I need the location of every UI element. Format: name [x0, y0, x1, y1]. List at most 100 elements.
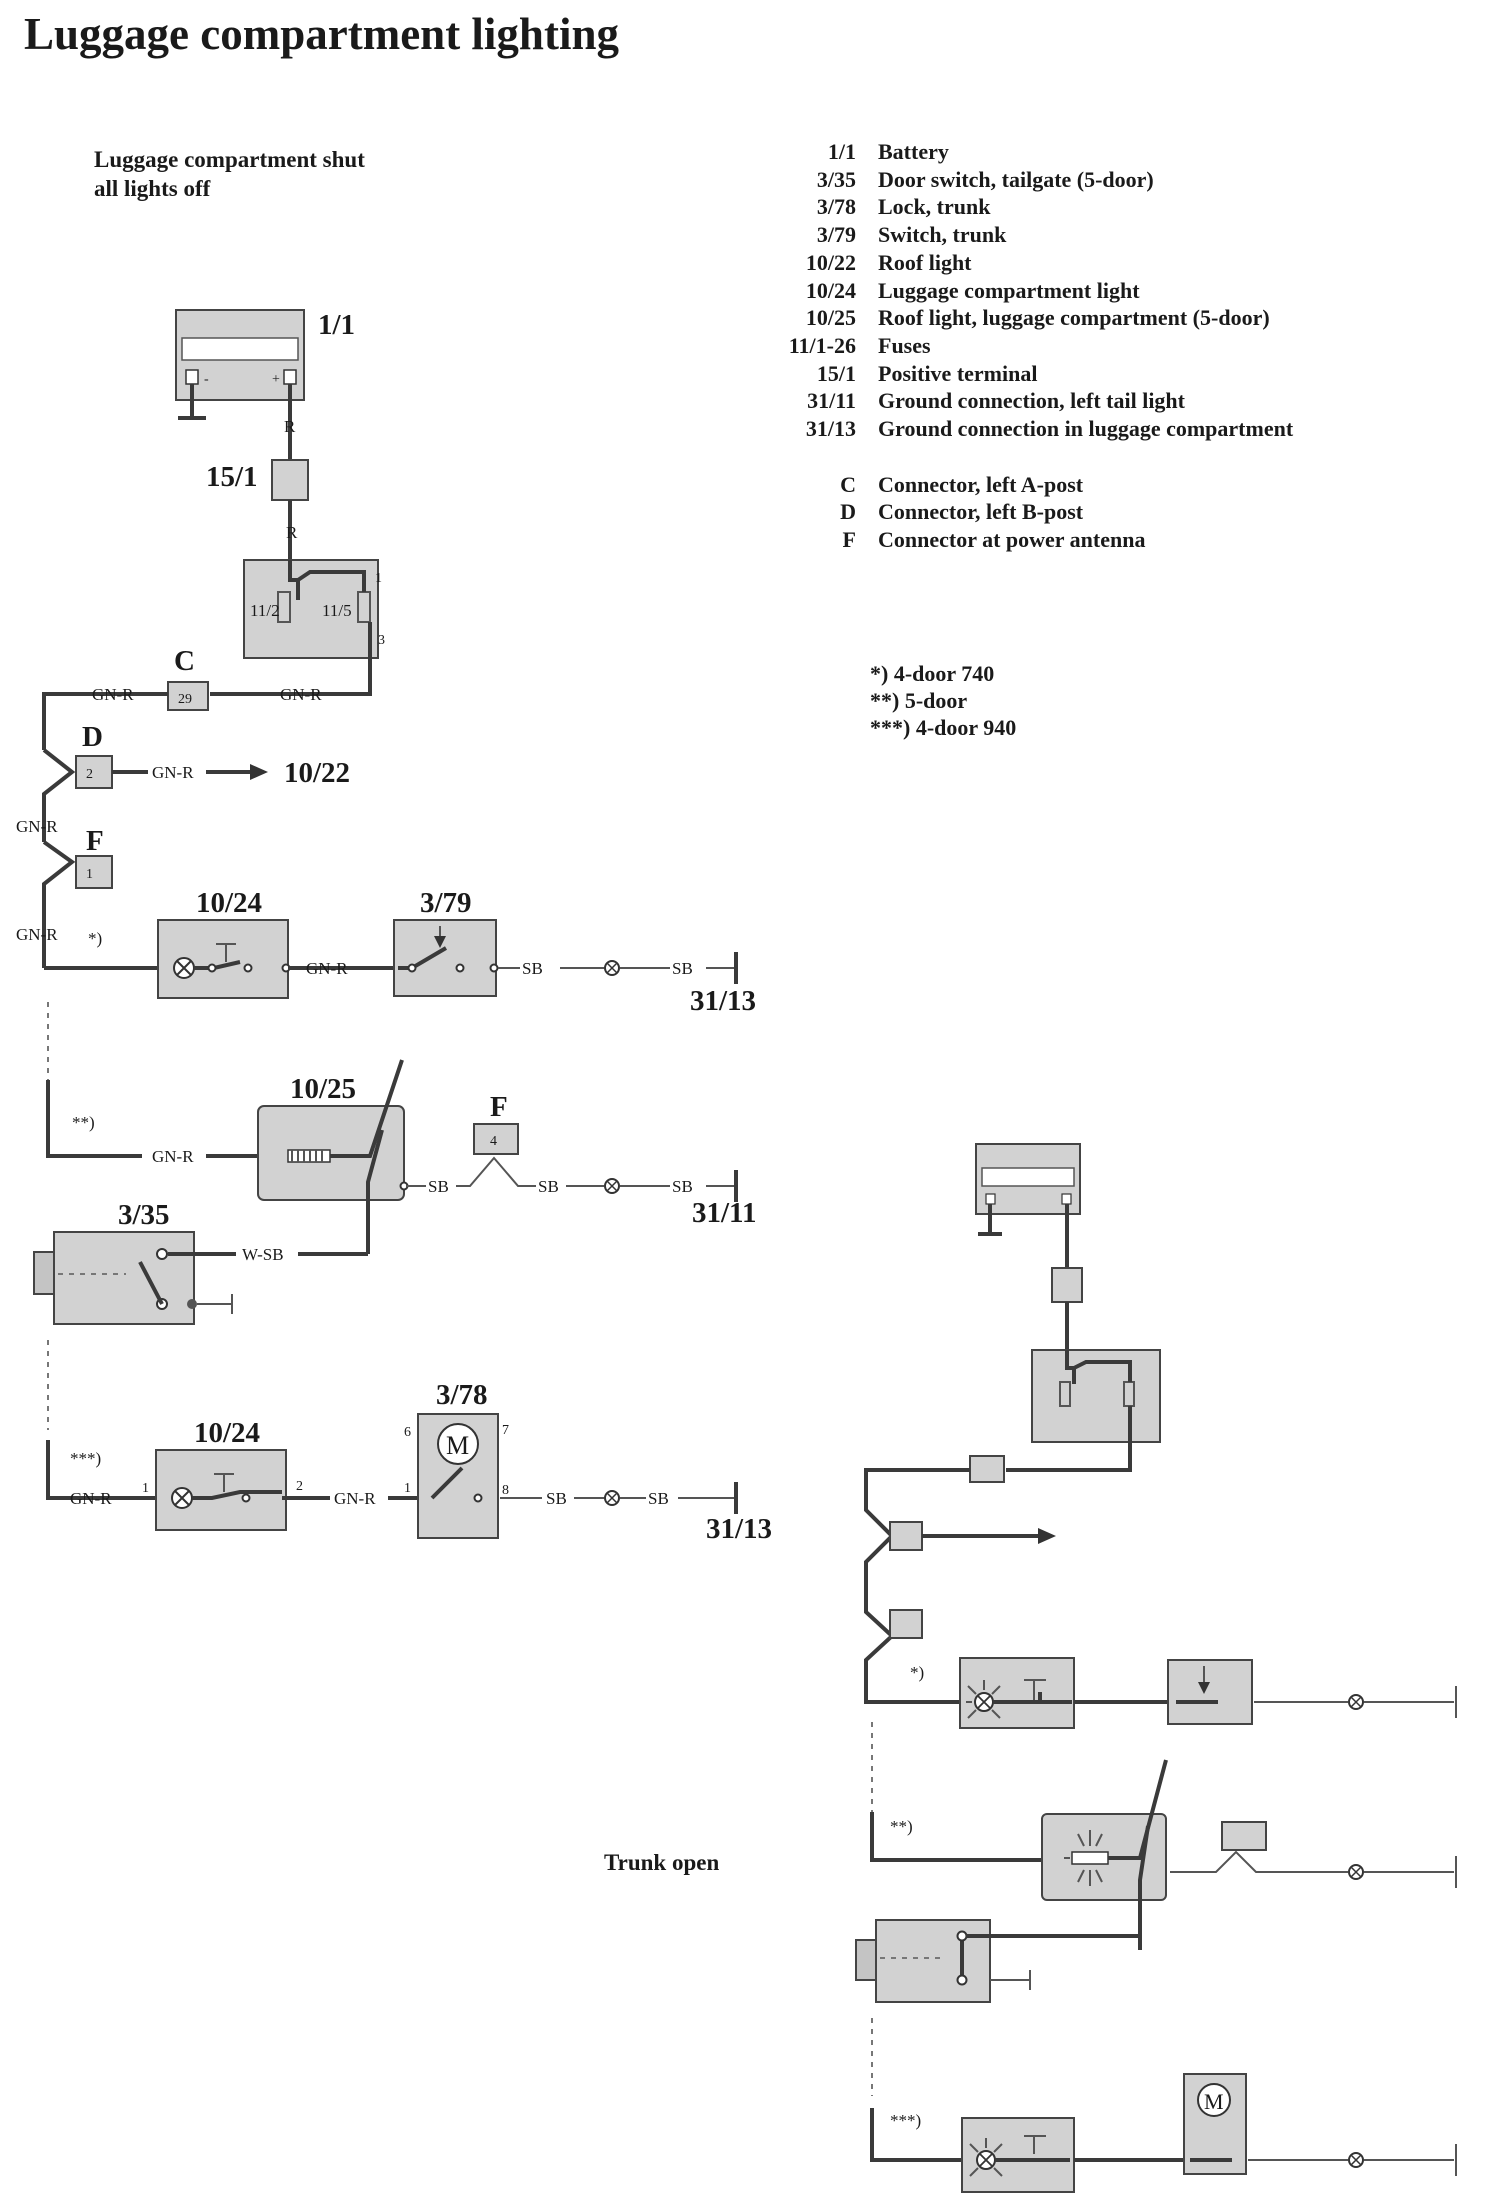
legend-connector-code: F [842, 527, 856, 553]
mini-lock-motor-symbol: M [1204, 2089, 1224, 2114]
trunk-lock-378: M [417, 1413, 499, 1539]
wire-label-gnr-row3b: GN-R [334, 1489, 376, 1508]
caption-shut: Luggage compartment shut all lights off [94, 145, 365, 203]
variant-notes: *) 4-door 740**) 5-door***) 4-door 940 [870, 660, 1016, 741]
legend-code: 31/13 [805, 416, 856, 442]
caption-shut-line2: all lights off [94, 176, 211, 201]
wire-label-gnr-row3a: GN-R [70, 1489, 112, 1508]
legend-code: 15/1 [816, 360, 856, 386]
ground-3113-b-label: 31/13 [706, 1513, 772, 1545]
legend-code: 11/1-26 [788, 332, 856, 358]
wire-label-gnr-d-down: GN-R [16, 817, 58, 836]
legend-desc: Roof light, luggage compartment (5-door) [878, 305, 1270, 331]
connector-c-pin: 29 [178, 692, 192, 707]
trunk-switch-379 [393, 919, 499, 997]
luggage-light-1024-b-label: 10/24 [194, 1417, 260, 1449]
caption-trunk-open: Trunk open [604, 1850, 720, 1875]
legend-code: 1/1 [827, 139, 856, 164]
wire-label-sb-row2b: SB [538, 1177, 559, 1196]
wire-label-gnr-c-right: GN-R [280, 685, 322, 704]
connector-d-pin: 2 [86, 767, 93, 782]
variant-note: *) 4-door 740 [870, 661, 995, 686]
battery: - + [175, 309, 305, 401]
wire-label-r1: R [284, 417, 296, 436]
svg-text:-: - [204, 372, 209, 387]
legend-desc: Roof light [878, 249, 972, 275]
wire-label-gnr-c-left: GN-R [92, 685, 134, 704]
connector-f [75, 855, 113, 889]
wire-label-sb-row1b: SB [672, 959, 693, 978]
connector-d-label: D [82, 721, 103, 753]
tailgate-switch-335 [33, 1231, 233, 1325]
legend-row: 3/78 Lock, trunk [752, 193, 1293, 221]
luggage-light-1024-a-label: 10/24 [196, 887, 262, 919]
ground-3113-a-label: 31/13 [690, 985, 756, 1017]
connector-f-pin: 1 [86, 867, 93, 882]
wire-label-gnr-row2: GN-R [152, 1147, 194, 1166]
legend-code: 3/35 [816, 166, 856, 192]
legend-desc: Ground connection in luggage compartment [878, 416, 1294, 442]
tailgate-switch-335-label: 3/35 [118, 1199, 170, 1231]
legend-row: 31/13 Ground connection in luggage compar… [752, 415, 1293, 443]
connector-c [167, 681, 209, 711]
legend-desc: Battery [878, 139, 949, 164]
legend-row: 3/35 Door switch, tailgate (5-door) [752, 166, 1293, 194]
fuse-pin-3: 3 [378, 633, 385, 648]
trunk-open-diagram: *) **) [855, 1143, 1457, 2193]
fuse-label-left: 11/2 [250, 601, 280, 620]
legend-connector-desc: Connector at power antenna [878, 527, 1146, 553]
wire-label-gnr-d: GN-R [152, 763, 194, 782]
wire-label-sb-row3b: SB [648, 1489, 669, 1508]
wire-label-r2: R [286, 523, 298, 542]
connector-c-label: C [174, 645, 195, 677]
lock-pin-8: 8 [502, 1483, 509, 1498]
connector-f2 [473, 1123, 519, 1155]
connector-f-label: F [86, 825, 104, 857]
battery-label: 1/1 [318, 309, 355, 341]
legend-code: 10/22 [805, 249, 856, 275]
connector-f2-label: F [490, 1091, 508, 1123]
wire-label-sb-row3a: SB [546, 1489, 567, 1508]
legend-row: 3/79 Switch, trunk [752, 221, 1293, 249]
caption-shut-line1: Luggage compartment shut [94, 147, 365, 172]
connector-d [75, 755, 113, 789]
legend-code: 3/79 [816, 222, 856, 248]
legend-row: 10/25 Roof light, luggage compartment (5-… [752, 304, 1293, 332]
wire-label-gnr-row1: GN-R [306, 959, 348, 978]
roof-light-1025 [257, 1059, 409, 1254]
lock-pin-1: 1 [404, 1481, 411, 1496]
svg-text:+: + [272, 372, 280, 387]
legend-desc: Door switch, tailgate (5-door) [878, 166, 1154, 192]
wire-label-sb-row2a: SB [428, 1177, 449, 1196]
roof-light-1025-label: 10/25 [290, 1073, 356, 1105]
legend-code: 10/25 [805, 305, 856, 331]
lock-pin-6: 6 [404, 1425, 411, 1440]
legend-row: 10/22 Roof light [752, 249, 1293, 277]
legend-connector-row: F Connector at power antenna [752, 526, 1293, 554]
legend-connector-desc: Connector, left B-post [878, 499, 1084, 525]
note-4door-740: *) [88, 929, 102, 948]
luggage-light-1024-a [157, 919, 291, 999]
connector-f2-pin: 4 [490, 1134, 497, 1149]
luggage-light-1024-b [155, 1449, 287, 1531]
light-pin-1: 1 [142, 1481, 149, 1496]
legend-rows: 1/1 Battery 3/35 Door switch, tailgate (5-d… [752, 138, 1293, 443]
mini-note-2: **) [890, 1817, 913, 1836]
wire-label-wsb: W-SB [242, 1245, 284, 1264]
legend-desc: Lock, trunk [878, 194, 991, 220]
lock-pin-7: 7 [502, 1423, 509, 1438]
legend-code: 3/78 [816, 194, 856, 220]
legend-desc: Switch, trunk [878, 222, 1007, 248]
trunk-switch-379-label: 3/79 [420, 887, 472, 919]
fuse-box [243, 559, 379, 659]
roof-light-ref: 10/22 [284, 757, 350, 789]
wire-label-gnr-f: GN-R [16, 925, 58, 944]
wire-label-sb-row1a: SB [522, 959, 543, 978]
light-pin-2: 2 [296, 1479, 303, 1494]
